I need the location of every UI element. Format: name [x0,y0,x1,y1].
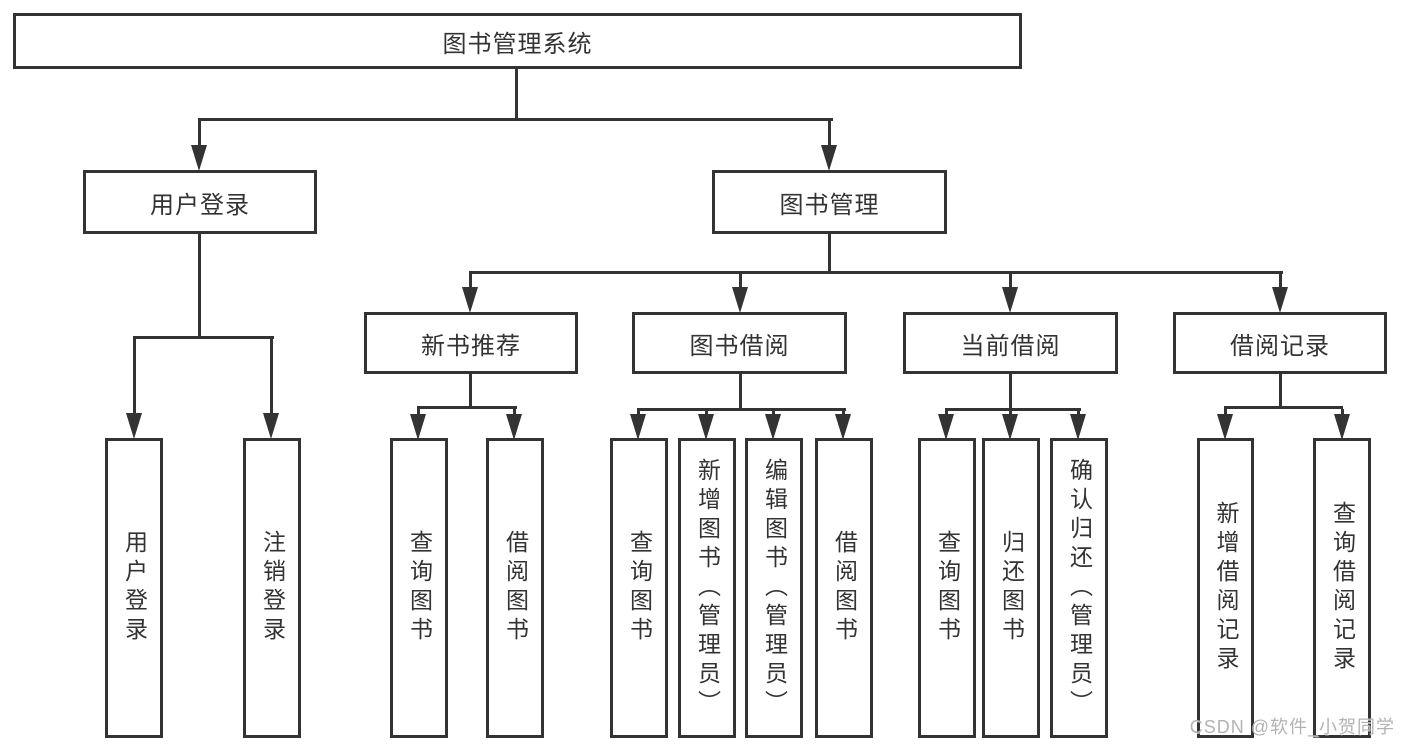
leaf-return-books: 归还图书 [982,438,1040,738]
connector-line [705,411,708,415]
connector-line [842,411,845,415]
leaf-add-books-admin: 新增图书︵管理员︶ [678,438,736,738]
connector-line [1279,274,1282,289]
connector-line [133,339,136,413]
leaf-query-books-current: 查询图书 [918,438,976,738]
connector-line [828,234,831,273]
connector-arrowhead [732,287,748,313]
connector-line [198,118,833,121]
connector-line [270,339,273,413]
connector-arrowhead [1002,414,1018,440]
connector-line [1009,274,1012,289]
connector-arrowhead [410,414,426,440]
connector-line [198,121,201,147]
connector-arrowhead [462,287,478,313]
leaf-edit-books-admin-label: 编辑图书︵管理员︶ [761,457,788,719]
connector-line [1077,411,1080,415]
leaf-query-books-borrow: 查询图书 [610,438,668,738]
leaf-query-books-recommend: 查询图书 [390,438,448,738]
node-library-management-system: 图书管理系统 [13,13,1022,69]
leaf-borrow-books: 借阅图书 [815,438,873,738]
connector-line [1224,406,1343,409]
leaf-edit-books-admin: 编辑图书︵管理员︶ [745,438,803,738]
leaf-add-borrow-record-label: 新增借阅记录 [1213,501,1239,675]
connector-line [1009,411,1012,415]
connector-line [515,68,518,120]
connector-line [637,408,846,411]
node-current-borrowing: 当前借阅 [903,312,1118,374]
leaf-query-books-recommend-label: 查询图书 [406,530,433,646]
connector-line [772,411,775,415]
leaf-user-login: 用户登录 [105,438,163,738]
connector-line [417,406,517,409]
connector-line [828,121,831,147]
node-book-borrowing: 图书借阅 [632,312,847,374]
node-user-login: 用户登录 [83,170,317,234]
connector-arrowhead [835,414,851,440]
leaf-logout-label: 注销登录 [259,530,286,646]
connector-arrowhead [1002,287,1018,313]
node-book-management: 图书管理 [712,170,947,234]
connector-arrowhead [1070,414,1086,440]
leaf-return-books-label: 归还图书 [998,530,1025,646]
connector-arrowhead [765,414,781,440]
connector-arrowhead [821,145,837,171]
leaf-add-borrow-record: 新增借阅记录 [1197,438,1254,738]
connector-line [469,374,472,408]
leaf-logout: 注销登录 [243,438,301,738]
connector-line [739,374,742,409]
leaf-confirm-return-admin: 确认归还︵管理员︶ [1050,438,1108,738]
connector-line [1341,409,1344,415]
leaf-confirm-return-admin-label: 确认归还︵管理员︶ [1066,457,1093,719]
leaf-user-login-label: 用户登录 [121,530,148,646]
leaf-query-borrow-record-label: 查询借阅记录 [1329,501,1356,675]
leaf-query-books-borrow-label: 查询图书 [626,530,653,646]
leaf-add-books-admin-label: 新增图书︵管理员︶ [694,457,721,719]
leaf-borrow-books-recommend: 借阅图书 [486,438,544,738]
connector-arrowhead [698,414,714,440]
connector-line [945,408,1081,411]
connector-line [469,271,1283,274]
connector-arrowhead [630,414,646,440]
node-new-book-recommendation: 新书推荐 [364,312,578,374]
leaf-query-books-current-label: 查询图书 [934,530,961,646]
connector-line [1009,374,1012,409]
connector-arrowhead [1334,414,1350,440]
connector-arrowhead [263,413,279,439]
connector-arrowhead [126,413,142,439]
leaf-borrow-books-label: 借阅图书 [831,530,858,646]
connector-line [513,409,516,415]
connector-line [1279,374,1282,408]
leaf-borrow-books-recommend-label: 借阅图书 [502,530,529,646]
connector-line [198,234,201,338]
connector-line [637,411,640,415]
connector-arrowhead [191,145,207,171]
connector-line [1224,409,1227,415]
connector-arrowhead [938,414,954,440]
leaf-query-borrow-record: 查询借阅记录 [1313,438,1371,738]
connector-line [739,274,742,289]
node-borrowing-records: 借阅记录 [1173,312,1387,374]
connector-line [133,336,274,339]
connector-line [945,411,948,415]
connector-arrowhead [1217,414,1233,440]
connector-arrowhead [1272,287,1288,313]
connector-line [417,409,420,415]
connector-line [469,274,472,289]
csdn-watermark: CSDN @软件_小贺同学 [1189,717,1395,737]
connector-arrowhead [506,414,522,440]
